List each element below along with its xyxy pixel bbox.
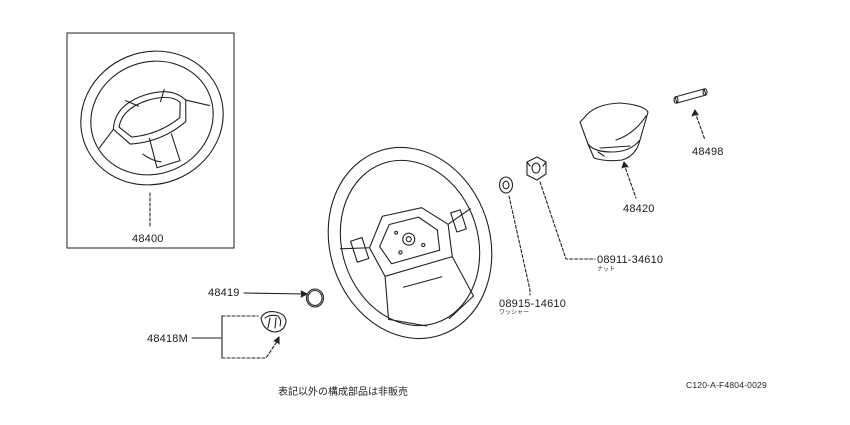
leader-48498-arrow [692, 110, 698, 116]
leader-washer [509, 196, 530, 295]
drawing-code: C120-A-F4804-0029 [686, 380, 767, 390]
label-nut-note: ナット [597, 266, 616, 273]
label-48420: 48420 [623, 203, 655, 215]
button-drawing [261, 312, 286, 332]
nut-drawing [527, 157, 546, 180]
emblem-drawing [307, 289, 324, 307]
label-48400: 48400 [132, 233, 164, 245]
leader-48498 [695, 112, 705, 140]
leader-48418M-arrow [274, 337, 279, 344]
washer-drawing [500, 177, 513, 193]
label-nut-part-number: 08911-34610 [597, 254, 664, 266]
horn-pad-drawing [580, 103, 648, 161]
footer-note: 表記以外の構成部品は非販売 [278, 387, 408, 398]
leader-48420 [624, 164, 636, 198]
label-48498: 48498 [692, 146, 724, 158]
main-steering-wheel [304, 126, 516, 360]
leader-48419 [244, 293, 306, 294]
leader-48420-arrow [622, 162, 628, 168]
leader-nut [540, 182, 595, 259]
label-48418M: 48418M [147, 333, 188, 345]
label-48419: 48419 [208, 287, 240, 299]
label-washer-part-number: 08915-14610 [499, 298, 567, 310]
pin-drawing [674, 89, 707, 103]
label-washer-note: ワッシャー [499, 309, 530, 316]
assembly-inset-frame [67, 33, 234, 248]
leader-48419-arrow [301, 291, 307, 297]
inset-steering-wheel [61, 30, 244, 206]
